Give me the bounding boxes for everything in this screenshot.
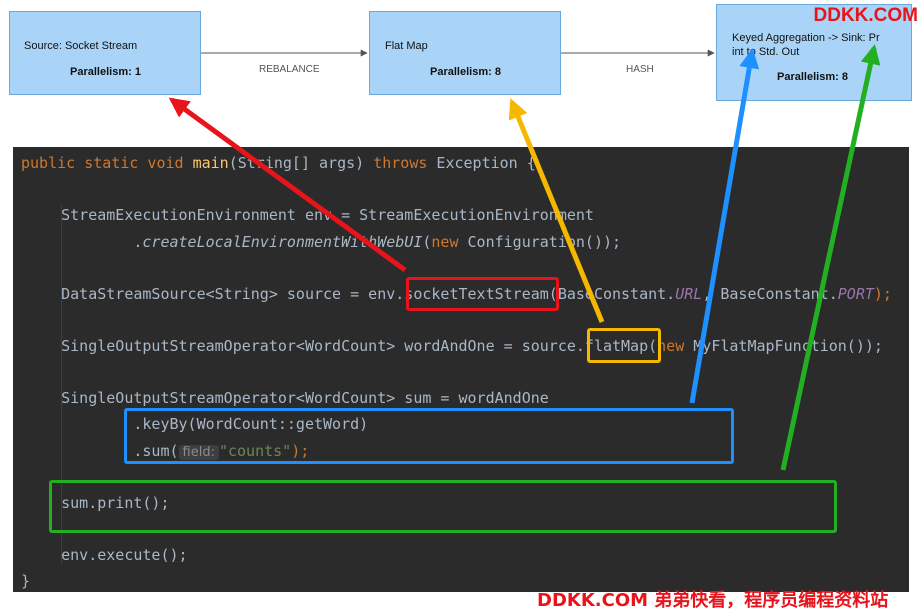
- highlight-key-by-sum: [124, 408, 734, 464]
- code-punct: );: [291, 442, 310, 460]
- highlight-socket-text-stream: [406, 277, 559, 311]
- arrow-yellow: [508, 98, 605, 323]
- code-line-8: .sum(field:"counts");: [25, 442, 309, 462]
- node-parallelism: Parallelism: 8: [430, 66, 501, 78]
- arrow-blue: [689, 48, 760, 404]
- code-method: createLocalEnvironmentWithWebUI: [142, 233, 423, 251]
- code-line-4: DataStreamSource<String> source = env.so…: [25, 285, 892, 303]
- parameter-hint: field:: [178, 445, 219, 460]
- highlight-print: [49, 480, 837, 533]
- code-keyword: new: [657, 337, 685, 355]
- code-line-9: sum.print();: [25, 494, 170, 512]
- arrow-green: [780, 44, 881, 471]
- code-constant: PORT: [837, 285, 874, 303]
- code-text: , BaseConstant.: [702, 285, 838, 303]
- node-title: Flat Map: [385, 40, 428, 52]
- code-text: DataStreamSource<String> source = env.so…: [25, 285, 676, 303]
- code-punct: );: [873, 285, 892, 303]
- code-text: Configuration());: [458, 233, 622, 251]
- node-title: Source: Socket Stream: [24, 40, 138, 52]
- indent-guide: [61, 205, 62, 565]
- code-keyword: throws: [373, 154, 428, 172]
- code-text: .: [25, 233, 143, 251]
- code-text: (: [422, 233, 432, 251]
- code-editor: public static void main(String[] args) t…: [13, 147, 909, 592]
- node-flat-map[interactable]: Flat Map Parallelism: 8: [369, 11, 561, 95]
- code-line-7: .keyBy(WordCount::getWord): [25, 415, 369, 433]
- edge-label-rebalance: REBALANCE: [259, 64, 320, 75]
- code-string: "counts": [218, 442, 292, 460]
- code-line-10: env.execute();: [25, 546, 188, 564]
- highlight-flat-map: [587, 328, 661, 363]
- code-keyword: public static void: [21, 154, 193, 172]
- watermark-top: DDKK.COM: [813, 5, 919, 26]
- code-line-11: }: [21, 572, 31, 590]
- code-text: .sum(: [25, 442, 179, 460]
- code-text: Exception {: [427, 154, 536, 172]
- arrow-red: [168, 97, 407, 273]
- code-line-6: SingleOutputStreamOperator<WordCount> su…: [25, 389, 549, 407]
- code-line-2: StreamExecutionEnvironment env = StreamE…: [25, 206, 594, 224]
- node-parallelism: Parallelism: 1: [70, 66, 141, 78]
- code-function: main: [192, 154, 229, 172]
- node-title: Keyed Aggregation -> Sink: Pr: [732, 32, 880, 44]
- node-source-socket-stream[interactable]: Source: Socket Stream Parallelism: 1: [9, 11, 201, 95]
- code-constant: URL: [675, 285, 703, 303]
- code-line-3: .createLocalEnvironmentWithWebUI(new Con…: [25, 233, 621, 251]
- code-text: MyFlatMapFunction());: [684, 337, 883, 355]
- watermark-bottom: DDKK.COM 弟弟快看，程序员编程资料站: [537, 590, 889, 611]
- edge-label-hash: HASH: [626, 64, 654, 75]
- code-keyword: new: [431, 233, 459, 251]
- node-parallelism: Parallelism: 8: [777, 71, 848, 83]
